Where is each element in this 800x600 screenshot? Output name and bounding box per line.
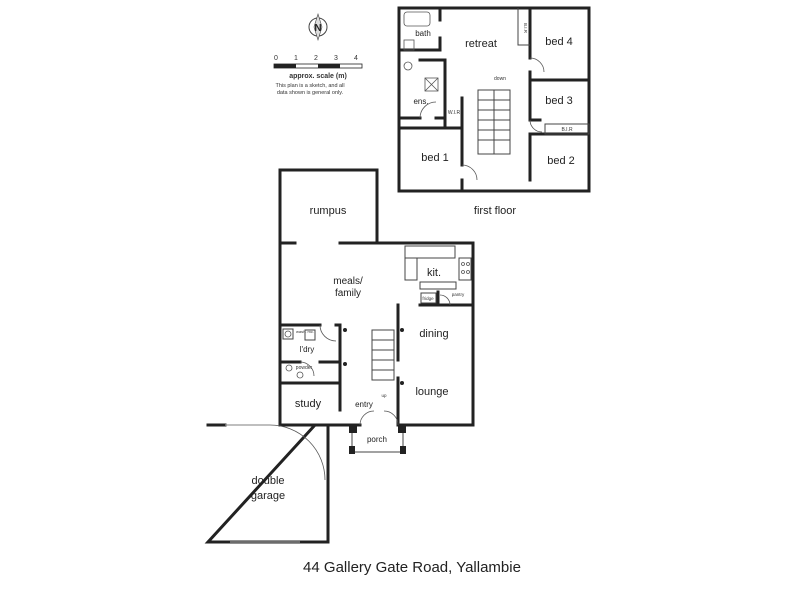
room-bath-label: bath [415,29,431,38]
pantry-label: pantry [452,292,465,297]
first-floor-title: first floor [474,205,517,217]
scale-bar: 0 1 2 3 4 approx. scale (m) This plan is… [273,55,363,96]
ground-floor-plan: rumpus meals/ family kit. fridge pantry … [204,168,475,544]
scale-tick-3: 3 [334,55,338,62]
room-bed3-label: bed 3 [545,95,573,107]
room-porch-label: porch [367,435,387,444]
room-lounge-label: lounge [415,386,448,398]
room-bed1-label: bed 1 [421,152,449,164]
room-entry-label: entry [355,400,373,409]
north-label: N [314,23,321,34]
scale-label: approx. scale (m) [289,73,347,80]
room-study-label: study [295,398,322,410]
room-bed4-label: bed 4 [545,36,573,48]
room-ensuite-label: ens. [413,97,428,106]
room-meals-label-1: meals/ [333,276,363,287]
room-dining-label: dining [419,328,448,340]
room-retreat-label: retreat [465,38,497,50]
north-compass-icon: N [308,12,328,42]
room-garage-label-2: garage [251,490,285,502]
first-floor-plan: bath retreat bed 4 bed 3 bed 2 bed 1 ens… [397,6,591,217]
scale-note-2: data shown is general only. [277,90,344,96]
room-meals-label-2: family [335,288,361,299]
room-kitchen-label: kit. [427,267,441,279]
washing-machine-label: wash. mc. [296,329,314,334]
room-rumpus-label: rumpus [310,205,347,217]
fridge-label: fridge [422,296,434,301]
bed4-robe-label: B.I.R [523,23,528,34]
scale-note-1: This plan is a sketch, and all [275,83,344,89]
stairs-down-label: down [494,76,506,82]
stairs-up-label: up [381,393,387,398]
room-bed2-label: bed 2 [547,155,575,167]
scale-tick-2: 2 [314,55,318,62]
scale-tick-1: 1 [294,55,298,62]
scale-tick-4: 4 [354,55,358,62]
room-powder-label: powder [296,365,313,371]
scale-tick-0: 0 [274,55,278,62]
bed2-bir-label: B.I.R [561,127,573,133]
wir-label: W.I.R [448,110,461,116]
room-laundry-label: l'dry [300,345,314,354]
property-address: 44 Gallery Gate Road, Yallambie [303,559,521,576]
room-garage-label-1: double [251,475,284,487]
